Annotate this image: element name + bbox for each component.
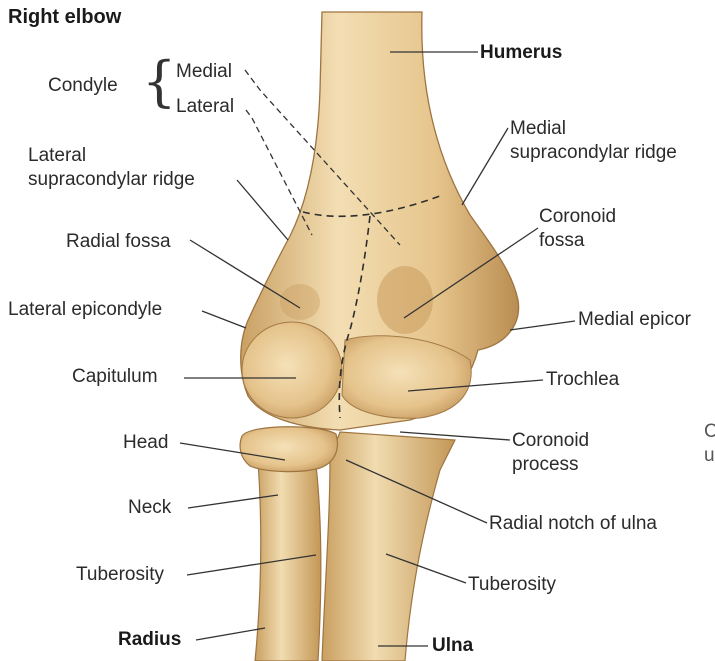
figure-title: Right elbow <box>8 6 121 29</box>
radial-fossa-label: Radial fossa <box>66 231 171 253</box>
lateral-supracondylar-ridge-label: Lateral supracondylar ridge <box>28 144 195 192</box>
medial-epicondyle-label: Medial epicor <box>578 309 691 331</box>
radius-label: Radius <box>118 629 181 651</box>
head-label: Head <box>123 432 168 454</box>
lateral-epicondyle-label: Lateral epicondyle <box>8 299 162 321</box>
radius-shaft <box>255 460 321 661</box>
neck-label: Neck <box>128 497 171 519</box>
coronoid-process-label: Coronoid process <box>512 429 589 477</box>
capitulum-label: Capitulum <box>72 366 158 388</box>
radial-head <box>240 427 337 472</box>
radius-tuberosity-label: Tuberosity <box>76 564 164 586</box>
condyle-brace: { <box>142 52 176 112</box>
condyle-medial-label: Medial <box>176 61 232 83</box>
ulna-shaft <box>322 432 455 661</box>
capitulum-shape <box>242 322 342 418</box>
cropped-edge-text: C u <box>704 420 715 468</box>
radial-notch-of-ulna-label: Radial notch of ulna <box>489 513 657 535</box>
ulna-tuberosity-label: Tuberosity <box>468 574 556 596</box>
humerus-label: Humerus <box>480 42 562 64</box>
ulna-label: Ulna <box>432 635 473 657</box>
condyle-label: Condyle <box>48 75 118 97</box>
medial-supracondylar-ridge-label: Medial supracondylar ridge <box>510 117 677 165</box>
condyle-lateral-label: Lateral <box>176 96 234 118</box>
trochlea-label: Trochlea <box>546 369 619 391</box>
coronoid-fossa-label: Coronoid fossa <box>539 205 616 253</box>
